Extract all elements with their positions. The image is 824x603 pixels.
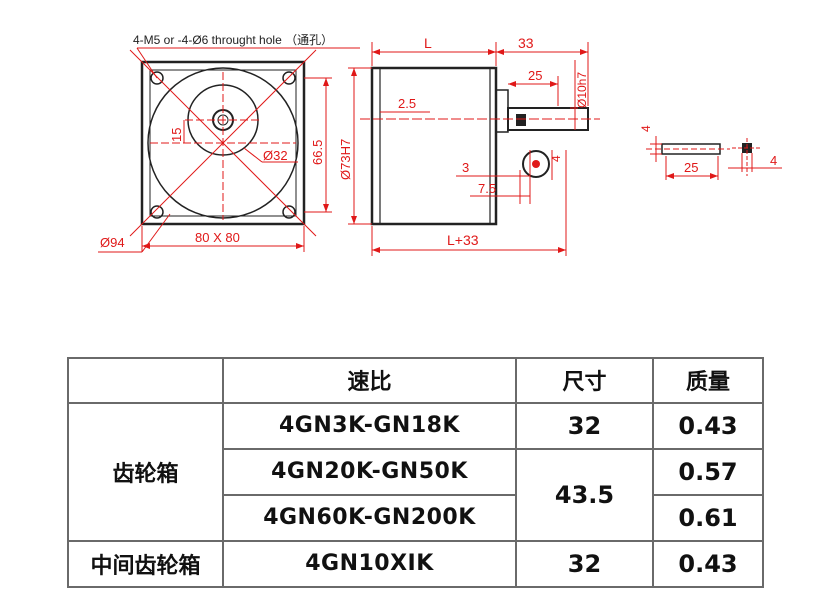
weight-cell: 0.61 (652, 493, 764, 542)
weight-cell: 0.43 (652, 539, 764, 589)
dim-3-text: 3 (462, 160, 469, 175)
dim-2-5-text: 2.5 (398, 96, 416, 111)
size-cell: 32 (515, 539, 654, 589)
model-cell: 4GN10XIK (222, 539, 517, 589)
dim-25-text: 25 (528, 68, 542, 83)
dim-4-side-text: 4 (549, 155, 563, 162)
size-cell: 32 (515, 401, 654, 450)
dim-15-text: 15 (169, 128, 184, 142)
dim-L-plus-33-text: L+33 (447, 232, 479, 248)
table-row: 4GN20K-GN50K 43.5 0.57 (68, 447, 764, 542)
dim-33-text: 33 (518, 35, 534, 51)
dim-L-text: L (424, 35, 432, 51)
key-dim-4-text: 4 (639, 125, 653, 132)
weight-cell: 0.43 (652, 401, 764, 450)
model-cell: 4GN3K-GN18K (222, 401, 517, 450)
gearbox-dimension-drawing: 4-M5 or -4-Ø6 throught hole （通孔） Ø94 80 … (98, 33, 782, 256)
header-ratio: 速比 (222, 357, 517, 404)
dim-d10h7-text: Ø10h7 (575, 72, 589, 108)
dim-d73h7-text: Ø73H7 (338, 139, 353, 180)
group-mid-gearbox-cell: 中间齿轮箱 (67, 539, 224, 589)
model-cell: 4GN60K-GN200K (222, 493, 517, 542)
gearbox-spec-table: 速比 尺寸 质量 齿轮箱 4GN3K-GN18K 32 0.43 4GN20K-… (67, 357, 764, 589)
table-row: 中间齿轮箱 4GN10XIK 32 0.43 (67, 539, 764, 589)
weight-cell: 0.57 (652, 447, 764, 496)
dim-d94-text: Ø94 (100, 235, 125, 250)
dim-66-5-text: 66.5 (310, 140, 325, 165)
group-gearbox-cell: 齿轮箱 (67, 401, 224, 542)
dim-7-5-text: 7.5 (478, 181, 496, 196)
table-row: 4GN60K-GN200K 0.61 (68, 493, 764, 542)
key-detail (646, 136, 782, 180)
header-weight: 质量 (652, 357, 764, 404)
dim-d32-text: Ø32 (263, 148, 288, 163)
model-cell: 4GN20K-GN50K (222, 447, 517, 496)
header-size: 尺寸 (515, 357, 654, 404)
table-row: 齿轮箱 4GN3K-GN18K 32 0.43 (67, 401, 764, 542)
side-view (348, 42, 600, 256)
header-blank-cell (67, 357, 224, 404)
key-dim-4b-text: 4 (770, 153, 777, 168)
key-dim-25-text: 25 (684, 160, 698, 175)
size-cell: 43.5 (515, 447, 654, 542)
hole-note-text: 4-M5 or -4-Ø6 throught hole （通孔） (133, 33, 333, 47)
front-view (98, 47, 360, 253)
dim-80x80-text: 80 X 80 (195, 230, 240, 245)
table-header-row: 速比 尺寸 质量 (67, 357, 764, 404)
